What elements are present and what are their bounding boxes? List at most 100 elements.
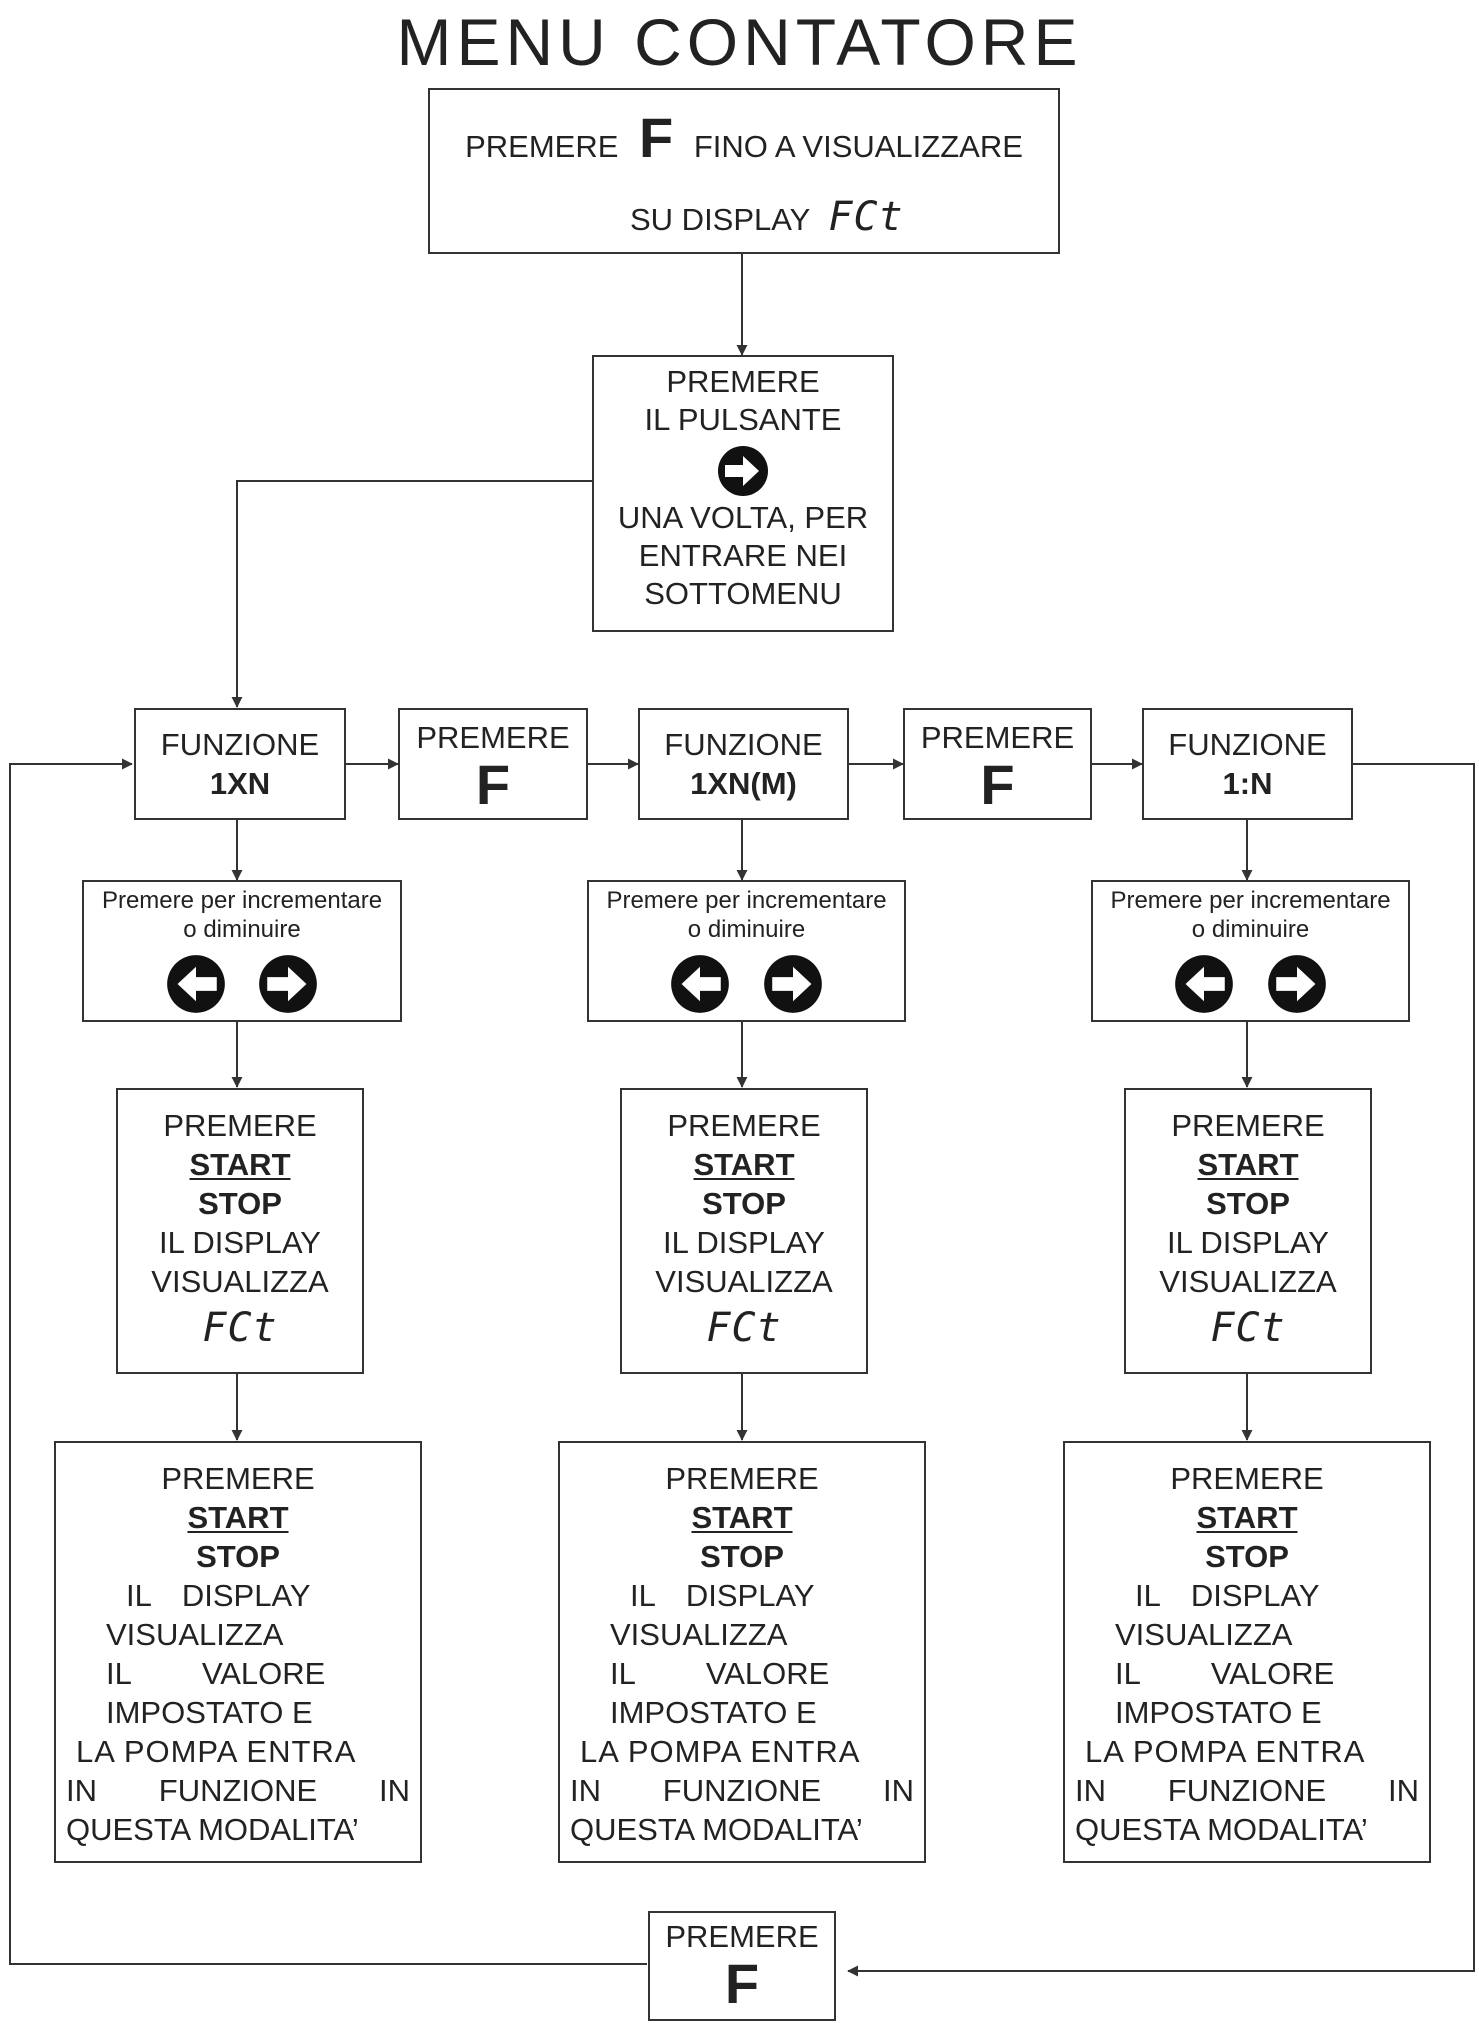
right-arrow-button-icon <box>1267 955 1326 1013</box>
start-label: START <box>691 1500 793 1535</box>
instruction-text: VISUALIZZA <box>655 1264 833 1299</box>
instruction-text: VALORE <box>201 1656 326 1691</box>
instruction-text: LA POMPA ENTRA <box>76 1734 357 1769</box>
adjust-text: Premere per incrementare <box>1110 887 1391 914</box>
stop-label: STOP <box>702 1186 786 1221</box>
function-label: FUNZIONE <box>1168 727 1327 762</box>
instruction-text: VALORE <box>1210 1656 1335 1691</box>
instruction-text: VISUALIZZA <box>1115 1617 1293 1652</box>
instruction-text: QUESTA MODALITA’ <box>66 1812 359 1847</box>
display-code: FCt <box>706 1305 782 1351</box>
press-label: PREMERE <box>665 1919 819 1954</box>
instruction-text: FUNZIONE <box>662 1773 822 1808</box>
left-arrow-button-icon <box>166 955 225 1013</box>
instruction-text: IL DISPLAY <box>159 1225 321 1260</box>
instruction-text: IL <box>630 1578 656 1613</box>
instruction-text: IMPOSTATO E <box>1115 1695 1322 1730</box>
instruction-text: VALORE <box>705 1656 830 1691</box>
start-label: START <box>1197 1147 1299 1182</box>
f-key-label: F <box>980 753 1015 816</box>
display-code: FCt <box>828 194 904 240</box>
adjust-text: Premere per incrementare <box>606 887 887 914</box>
display-code: FCt <box>202 1305 278 1351</box>
instruction-text: FUNZIONE <box>158 1773 318 1808</box>
f-key-label: F <box>639 106 674 169</box>
arrow-pulsante-to-1xn <box>231 480 592 708</box>
instruction-text: PREMERE <box>666 364 820 399</box>
instruction-text: DISPLAY <box>1190 1578 1320 1613</box>
display-code: FCt <box>1210 1305 1286 1351</box>
instruction-text: DISPLAY <box>685 1578 815 1613</box>
instruction-text: QUESTA MODALITA’ <box>1075 1812 1368 1847</box>
instruction-text: VISUALIZZA <box>1159 1264 1337 1299</box>
diagram-title: MENU CONTATORE <box>396 5 1083 79</box>
instruction-box-enter-submenu: PREMERE IL PULSANTE UNA VOLTA, PER ENTRA… <box>592 355 894 632</box>
f-key-label: F <box>724 1952 760 2015</box>
instruction-text: PREMERE <box>163 1108 317 1143</box>
instruction-text: DISPLAY <box>181 1578 311 1613</box>
arrow-1n-to-bottom <box>847 763 1475 1977</box>
instruction-text: IN <box>1388 1773 1419 1808</box>
left-arrow-button-icon <box>1175 955 1234 1013</box>
right-arrow-button-icon <box>763 955 822 1013</box>
instruction-text: IN <box>66 1773 97 1808</box>
adjust-text: Premere per incrementare <box>101 887 383 914</box>
press-f-box-bottom: PREMERE F <box>648 1911 836 2021</box>
instruction-text: IL PULSANTE <box>644 402 842 437</box>
press-f-box-2: PREMERE F <box>903 708 1092 820</box>
function-name: 1XN(M) <box>690 766 797 801</box>
start-stop-box-col2: PREMERE START STOP IL DISPLAY VISUALIZZA… <box>620 1088 868 1374</box>
press-label: PREMERE <box>416 720 570 755</box>
instruction-text: IL <box>1135 1578 1161 1613</box>
stop-label: STOP <box>700 1539 784 1574</box>
start-stop-box-col1: PREMERE START STOP IL DISPLAY VISUALIZZA… <box>116 1088 364 1374</box>
left-arrow-button-icon <box>671 955 730 1013</box>
instruction-text: IL <box>1115 1656 1141 1691</box>
instruction-text: SOTTOMENU <box>644 576 842 611</box>
function-name: 1XN <box>209 766 271 801</box>
start-label: START <box>1196 1500 1298 1535</box>
start-label: START <box>189 1147 291 1182</box>
stop-label: STOP <box>1206 1186 1290 1221</box>
function-label: FUNZIONE <box>160 727 320 762</box>
function-box-1xn: FUNZIONE 1XN <box>134 708 346 820</box>
function-box-1-n: FUNZIONE 1:N <box>1142 708 1353 820</box>
instruction-text: LA POMPA ENTRA <box>580 1734 861 1769</box>
instruction-text: UNA VOLTA, PER <box>617 500 869 535</box>
instruction-text: PREMERE <box>667 1108 821 1143</box>
stop-label: STOP <box>196 1539 280 1574</box>
function-box-1xn-m: FUNZIONE 1XN(M) <box>638 708 849 820</box>
instruction-text: IN <box>379 1773 410 1808</box>
stop-label: STOP <box>198 1186 282 1221</box>
instruction-text: PREMERE <box>1170 1461 1324 1496</box>
instruction-text: IN <box>570 1773 601 1808</box>
instruction-text: IMPOSTATO E <box>610 1695 817 1730</box>
instruction-text: PREMERE <box>465 129 619 164</box>
instruction-text: IL DISPLAY <box>1167 1225 1329 1260</box>
instruction-text: VISUALIZZA <box>106 1617 284 1652</box>
instruction-text: PREMERE <box>665 1461 819 1496</box>
function-label: FUNZIONE <box>664 727 823 762</box>
instruction-text: VISUALIZZA <box>151 1264 329 1299</box>
instruction-text: IN <box>883 1773 914 1808</box>
f-key-label: F <box>475 753 511 816</box>
instruction-text: QUESTA MODALITA’ <box>570 1812 863 1847</box>
start-stop-box-col3: PREMERE START STOP IL DISPLAY VISUALIZZA… <box>1124 1088 1372 1374</box>
instruction-text: IL <box>126 1578 152 1613</box>
press-label: PREMERE <box>920 720 1075 755</box>
start-label: START <box>187 1500 289 1535</box>
instruction-text: SU DISPLAY <box>630 202 810 237</box>
instruction-text: ENTRARE NEI <box>638 538 848 573</box>
adjust-box-col3: Premere per incrementare o diminuire <box>1091 880 1410 1022</box>
instruction-text: FUNZIONE <box>1167 1773 1327 1808</box>
instruction-text: LA POMPA ENTRA <box>1085 1734 1366 1769</box>
adjust-text: o diminuire <box>687 916 806 943</box>
instruction-text: IL <box>106 1656 132 1691</box>
function-name: 1:N <box>1222 766 1273 801</box>
adjust-text: o diminuire <box>183 916 301 943</box>
instruction-text: PREMERE <box>161 1461 315 1496</box>
adjust-text: o diminuire <box>1191 916 1310 943</box>
